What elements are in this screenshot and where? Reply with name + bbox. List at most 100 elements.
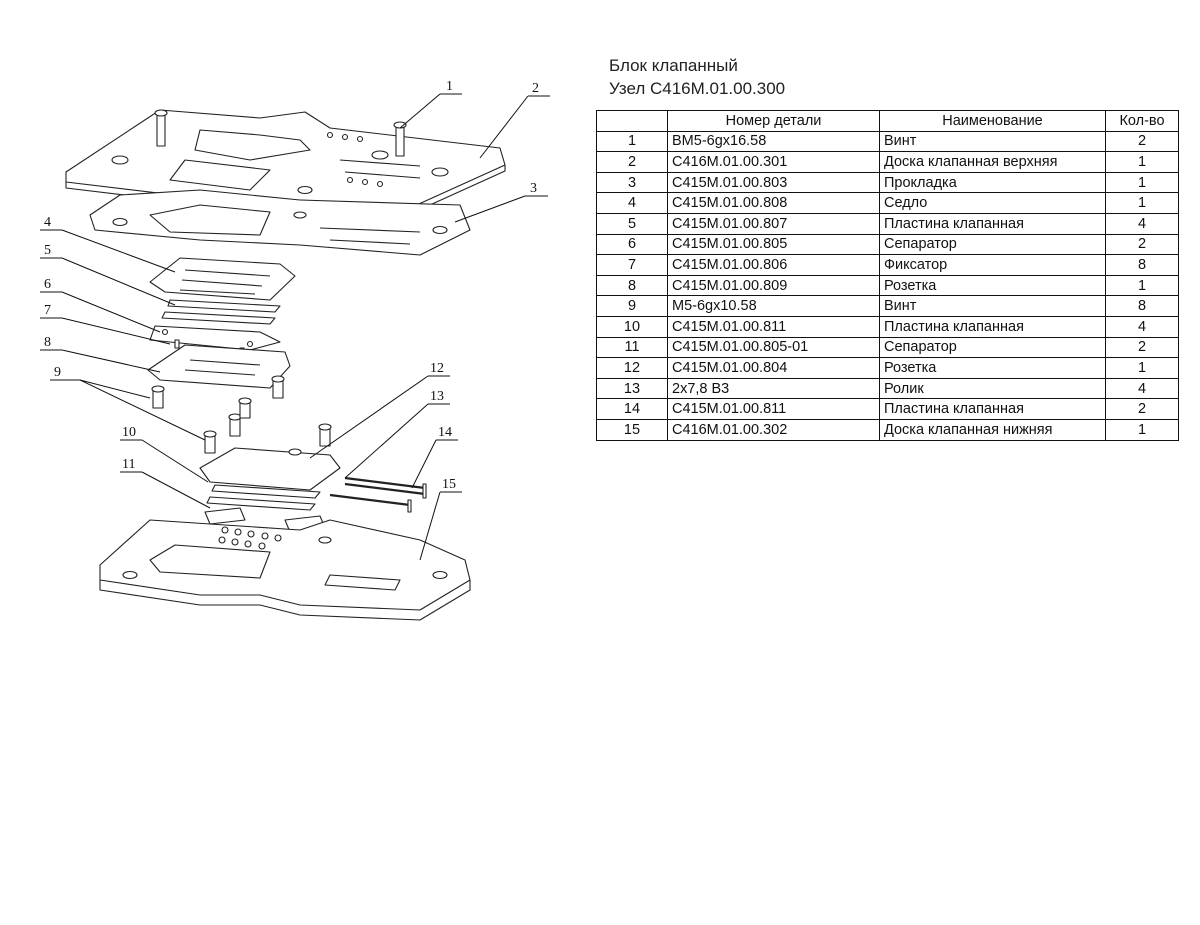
valve-plates (161, 299, 281, 325)
row-name: Розетка (879, 357, 1106, 379)
row-quantity: 2 (1105, 130, 1179, 153)
row-number: 7 (596, 254, 668, 276)
separator-and-fixator (149, 325, 281, 357)
row-name: Седло (879, 192, 1106, 214)
row-quantity: 2 (1105, 233, 1179, 256)
row-name: Пластина клапанная (879, 315, 1106, 338)
header-part-number: Номер детали (667, 110, 880, 132)
row-name: Сепаратор (879, 336, 1106, 359)
row-name: Розетка (879, 274, 1106, 297)
row-number: 8 (596, 274, 668, 297)
table-header-row: Номер детали Наименование Кол-во (596, 110, 1179, 132)
assembly-title: Блок клапанный (609, 56, 738, 75)
row-name: Фиксатор (879, 254, 1106, 276)
row-part-number: С415М.01.00.809 (667, 274, 880, 297)
header-name: Наименование (879, 110, 1106, 132)
header-quantity: Кол-во (1105, 110, 1179, 132)
callout-6: 6 (44, 277, 51, 292)
row-quantity: 1 (1105, 418, 1179, 441)
row-quantity: 4 (1105, 315, 1179, 338)
row-part-number: С415М.01.00.805 (667, 233, 880, 256)
row-part-number: М5-6gx10.58 (667, 295, 880, 317)
row-number: 10 (596, 315, 668, 338)
row-number: 13 (596, 377, 668, 400)
row-name: Винт (879, 295, 1106, 317)
screw-part-9 (151, 375, 332, 454)
row-part-number: С415М.01.00.805-01 (667, 336, 880, 359)
callout-13: 13 (430, 389, 444, 404)
row-name: Прокладка (879, 171, 1106, 194)
row-part-number: С416М.01.00.301 (667, 151, 880, 173)
valve-seat (149, 257, 296, 301)
row-number: 12 (596, 357, 668, 379)
row-part-number: С415М.01.00.807 (667, 212, 880, 235)
row-number: 5 (596, 212, 668, 235)
callout-10: 10 (122, 425, 136, 440)
callout-4: 4 (44, 215, 51, 230)
callout-2: 2 (532, 81, 539, 96)
row-name: Доска клапанная нижняя (879, 418, 1106, 441)
callout-1: 1 (446, 79, 453, 94)
row-number: 3 (596, 171, 668, 194)
row-quantity: 1 (1105, 192, 1179, 214)
row-part-number: С415М.01.00.806 (667, 254, 880, 276)
row-name: Доска клапанная верхняя (879, 151, 1106, 173)
row-name: Пластина клапанная (879, 398, 1106, 420)
callout-labels: 1 2 3 4 5 6 7 8 9 10 11 12 13 14 15 (44, 79, 539, 492)
callout-9: 9 (54, 365, 61, 380)
row-quantity: 2 (1105, 398, 1179, 420)
lower-valve-plate (99, 519, 471, 621)
row-part-number: 2х7,8 В3 (667, 377, 880, 400)
row-quantity: 8 (1105, 295, 1179, 317)
gasket (89, 189, 471, 256)
row-quantity: 1 (1105, 274, 1179, 297)
row-part-number: С415М.01.00.803 (667, 171, 880, 194)
row-part-number: С415М.01.00.811 (667, 398, 880, 420)
row-number: 9 (596, 295, 668, 317)
header-number (596, 110, 668, 132)
row-quantity: 1 (1105, 171, 1179, 194)
row-number: 2 (596, 151, 668, 173)
row-number: 6 (596, 233, 668, 256)
callout-15: 15 (442, 477, 456, 492)
row-quantity: 8 (1105, 254, 1179, 276)
row-number: 1 (596, 130, 668, 153)
row-quantity: 1 (1105, 151, 1179, 173)
rosette (147, 344, 291, 389)
row-part-number: ВМ5-6gx16.58 (667, 130, 880, 153)
row-name: Ролик (879, 377, 1106, 400)
callout-3: 3 (530, 181, 537, 196)
row-quantity: 4 (1105, 212, 1179, 235)
lower-rosette (199, 447, 341, 491)
callout-11: 11 (122, 457, 135, 472)
row-name: Сепаратор (879, 233, 1106, 256)
row-number: 11 (596, 336, 668, 359)
exploded-view-diagram: 1 2 3 4 5 6 7 8 9 10 11 12 13 14 15 (40, 79, 550, 621)
row-number: 15 (596, 418, 668, 441)
row-number: 4 (596, 192, 668, 214)
callout-7: 7 (44, 303, 51, 318)
callout-14: 14 (438, 425, 452, 440)
rollers (329, 476, 427, 513)
row-name: Винт (879, 130, 1106, 153)
row-part-number: С415М.01.00.804 (667, 357, 880, 379)
row-part-number: С415М.01.00.808 (667, 192, 880, 214)
row-name: Пластина клапанная (879, 212, 1106, 235)
callout-5: 5 (44, 243, 51, 258)
